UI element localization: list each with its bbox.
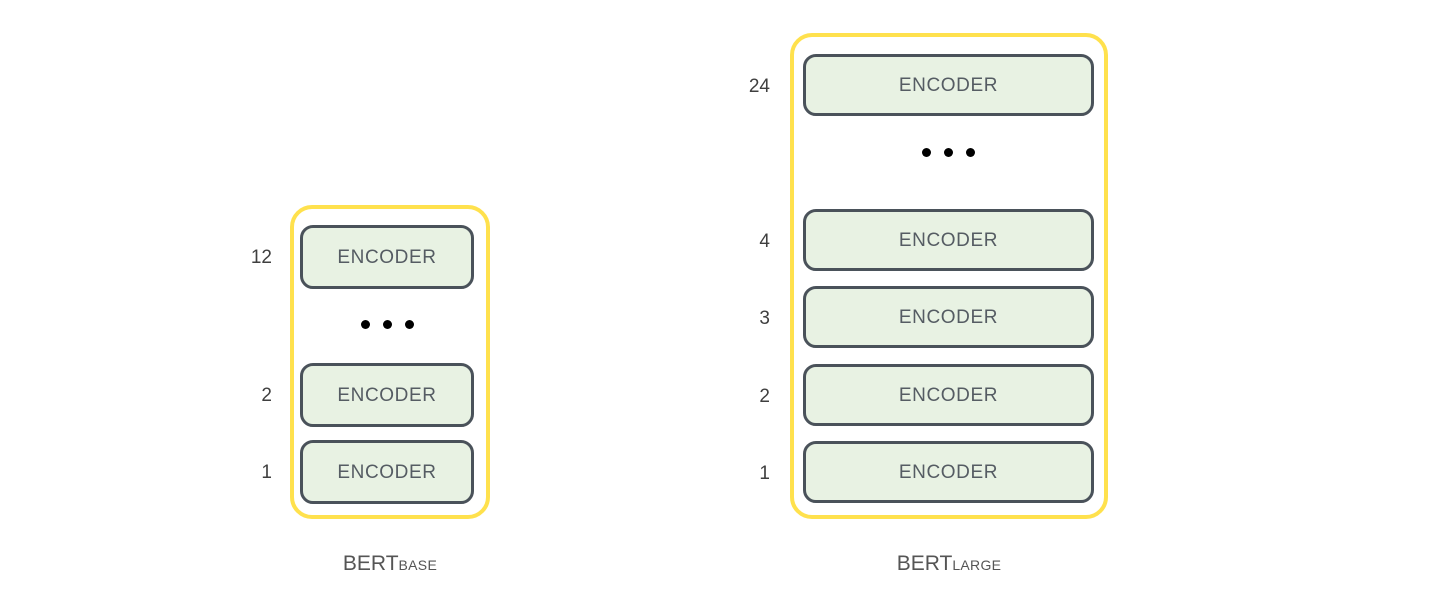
ellipsis-dot	[922, 147, 931, 157]
bert-large-layer-number-2: 2	[759, 386, 770, 407]
bert-large-ellipsis	[803, 143, 1094, 161]
encoder-label: ENCODER	[898, 384, 999, 406]
bert-large-encoder-4[interactable]: ENCODER	[803, 209, 1094, 271]
bert-base-layer-number-1: 1	[261, 462, 272, 483]
ellipsis-dot	[360, 319, 370, 329]
bert-large-layer-number-3: 3	[759, 308, 770, 329]
bert-base-caption: BERTBASE	[240, 553, 540, 574]
bert-base-ellipsis	[300, 315, 474, 333]
encoder-label: ENCODER	[898, 229, 999, 251]
model-bert-base: 12 ENCODER 2 ENCODER 1 ENCODER BERTBASE	[251, 205, 490, 574]
bert-large-stack-frame	[790, 33, 1108, 519]
bert-base-layer-number-12: 12	[250, 247, 272, 268]
encoder-label: ENCODER	[898, 74, 999, 96]
bert-base-layer-number-2: 2	[261, 385, 272, 406]
encoder-label: ENCODER	[898, 306, 999, 328]
encoder-label: ENCODER	[337, 384, 437, 406]
bert-large-layer-number-24: 24	[748, 76, 770, 97]
encoder-label: ENCODER	[898, 461, 999, 483]
bert-large-layer-number-4: 4	[759, 231, 770, 252]
bert-large-layer-number-1: 1	[759, 463, 770, 484]
bert-base-encoder-12[interactable]: ENCODER	[300, 225, 474, 289]
encoder-label: ENCODER	[337, 246, 437, 268]
caption-subscript: LARGE	[952, 557, 1002, 573]
encoder-label: ENCODER	[337, 461, 437, 483]
ellipsis-dot	[966, 147, 975, 157]
bert-large-encoder-24[interactable]: ENCODER	[803, 54, 1094, 116]
model-bert-large: 24 ENCODER 4 ENCODER 3 ENCODER 2	[749, 33, 1108, 574]
bert-base-encoder-2[interactable]: ENCODER	[300, 363, 474, 427]
bert-base-encoder-1[interactable]: ENCODER	[300, 440, 474, 504]
ellipsis-dot	[382, 319, 392, 329]
bert-large-encoder-2[interactable]: ENCODER	[803, 364, 1094, 426]
bert-large-caption: BERTLARGE	[799, 553, 1099, 574]
bert-base-stack-frame	[290, 205, 490, 519]
caption-subscript: BASE	[398, 557, 438, 573]
caption-main: BERT	[896, 552, 953, 575]
ellipsis-dot	[944, 147, 953, 157]
bert-large-encoder-3[interactable]: ENCODER	[803, 286, 1094, 348]
caption-main: BERT	[342, 552, 399, 575]
bert-large-encoder-stack: 24 ENCODER 4 ENCODER 3 ENCODER 2	[749, 33, 1108, 519]
bert-base-encoder-stack: 12 ENCODER 2 ENCODER 1 ENCODER	[251, 205, 490, 519]
bert-large-encoder-1[interactable]: ENCODER	[803, 441, 1094, 503]
ellipsis-dot	[404, 319, 414, 329]
